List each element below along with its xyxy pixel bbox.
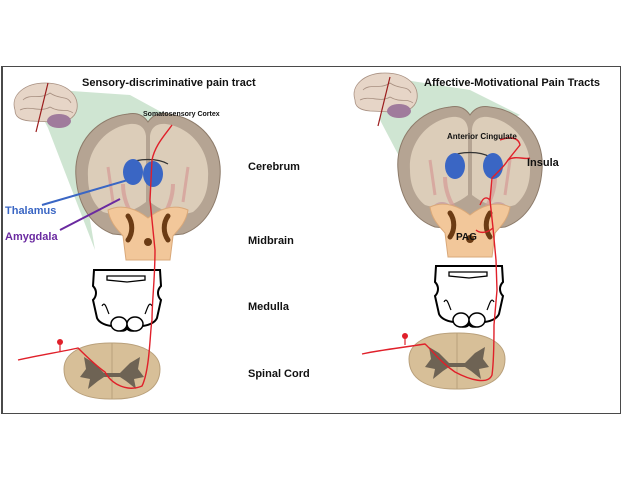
thalamus-pointer	[41, 179, 129, 206]
thalamus-label: Thalamus	[5, 205, 56, 217]
pain-pathway	[17, 124, 173, 389]
insula-label: Insula	[527, 157, 560, 169]
section-line	[377, 76, 391, 127]
spinal-cord-illustration	[63, 342, 161, 400]
thalamus-left	[123, 159, 143, 185]
anterior-cingulate-label: Anterior Cingulate	[447, 132, 517, 141]
insula-branch	[507, 156, 531, 161]
nociceptor-cell-body	[57, 339, 63, 345]
level-label-spinal-cord: Spinal Cord	[248, 368, 310, 380]
right-panel-title: Affective-Motivational Pain Tracts	[424, 77, 600, 89]
level-label-medulla: Medulla	[248, 301, 290, 313]
medulla-illustration	[92, 269, 162, 332]
level-label-cerebrum: Cerebrum	[248, 161, 300, 173]
thalamus-right	[143, 161, 163, 187]
whole-brain-illustration	[13, 82, 78, 129]
thalamus-left	[445, 153, 465, 179]
spinal-cord-illustration	[408, 332, 506, 390]
level-label-midbrain: Midbrain	[248, 235, 294, 247]
amygdala-pointer	[59, 198, 121, 231]
left-panel: Sensory-discriminative pain tract Somato…	[5, 77, 256, 400]
amygdala-label: Amygdala	[5, 231, 58, 243]
nociceptor-cell-body	[402, 333, 408, 339]
thalamus-right	[483, 153, 503, 179]
right-panel: Affective-Motivational Pain Tracts Anter…	[353, 72, 600, 390]
left-panel-title: Sensory-discriminative pain tract	[82, 77, 256, 89]
pag-label: PAG	[456, 232, 477, 243]
section-line	[35, 82, 49, 133]
somatosensory-cortex-label: Somatosensory Cortex	[143, 111, 220, 118]
medulla-illustration	[434, 265, 504, 328]
